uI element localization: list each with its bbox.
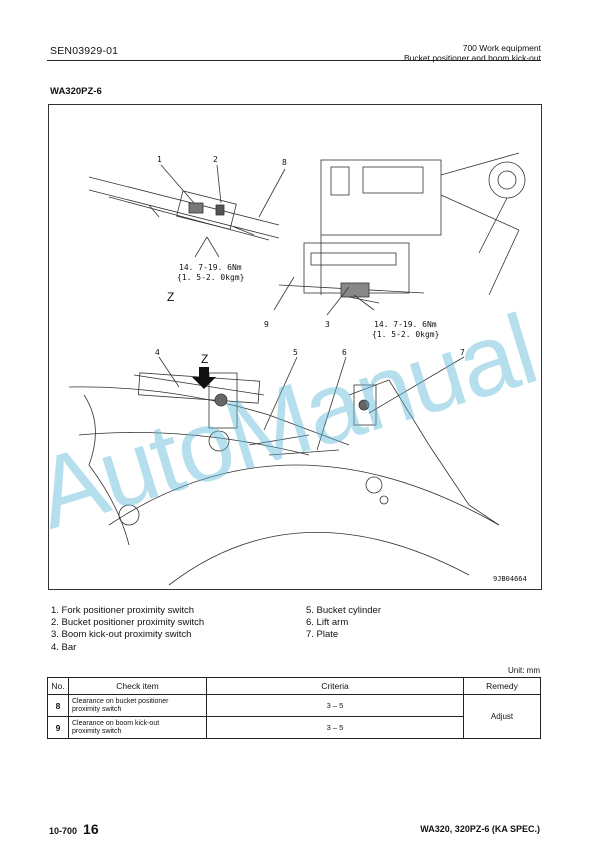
- item-line: proximity switch: [72, 727, 122, 735]
- model-title: WA320PZ-6: [50, 86, 102, 97]
- figure-code: 9JB04664: [493, 575, 527, 583]
- torque-a-line1: 14. 7-19. 6Nm: [179, 263, 242, 272]
- leaders-lower: [158, 356, 465, 451]
- section-heading: 700 Work equipment Bucket positioner and…: [404, 43, 541, 63]
- section-line-2: Bucket positioner and boom kick-out: [403, 53, 541, 63]
- view-label-z-2: Z: [201, 352, 208, 366]
- legend-item: 6. Lift arm: [306, 617, 349, 629]
- callout-5: 5: [293, 348, 298, 357]
- legend-item: 3. Boom kick-out proximity switch: [51, 629, 192, 641]
- upper-left-assembly: [88, 176, 280, 241]
- check-table: No. Check item Criteria Remedy 8 Clearan…: [47, 677, 541, 739]
- header-check-item: Check item: [68, 677, 207, 695]
- callout-7: 7: [460, 348, 465, 357]
- table-header-row: No. Check item Criteria Remedy: [47, 677, 541, 695]
- callout-3: 3: [325, 320, 330, 329]
- upper-right-frame: [278, 152, 526, 304]
- legend-item: 2. Bucket positioner proximity switch: [51, 617, 205, 629]
- view-label-z-1: Z: [167, 290, 174, 304]
- item-line: Clearance on boom kick-out: [72, 719, 160, 727]
- legend-item: 1. Fork positioner proximity switch: [51, 605, 195, 616]
- section-line-1: 700 Work equipment: [462, 43, 541, 53]
- row-no: 9: [47, 716, 69, 739]
- view-direction-arrow: [192, 367, 216, 389]
- legend-item: 5. Bucket cylinder: [306, 605, 381, 616]
- leaders-upper-left: [160, 164, 286, 258]
- legend-item: 4. Bar: [51, 641, 77, 653]
- document-code: SEN03929-01: [50, 45, 119, 57]
- callout-4: 4: [155, 348, 160, 357]
- callout-8: 8: [282, 158, 287, 167]
- header-rule: [47, 60, 541, 61]
- row-criteria: 3 – 5: [206, 716, 464, 739]
- row-remedy: Adjust: [463, 694, 541, 739]
- callout-2: 2: [213, 155, 218, 164]
- footer-model: WA320, 320PZ-6 (KA SPEC.): [420, 824, 540, 834]
- legend-item: 7. Plate: [306, 629, 339, 641]
- table-unit: Unit: mm: [508, 666, 540, 675]
- item-line: proximity switch: [72, 705, 122, 713]
- header-remedy: Remedy: [463, 677, 541, 695]
- header-no: No.: [47, 677, 69, 695]
- legend-left: 1. Fork positioner proximity switch 2. B…: [51, 605, 204, 654]
- footer-page-ref: 10-700 16: [49, 821, 99, 837]
- callout-6: 6: [342, 348, 347, 357]
- row-criteria: 3 – 5: [206, 694, 464, 717]
- torque-a-line2: {1. 5-2. 0kgm}: [177, 273, 244, 282]
- lower-assembly: [68, 372, 500, 586]
- figure-drawing: 1 2 8 9 3 4 5 6 7 14. 7-19. 6Nm {1. 5-2.…: [68, 152, 527, 586]
- leaders-upper-right: [273, 276, 375, 316]
- torque-b-line1: 14. 7-19. 6Nm: [374, 320, 437, 329]
- footer-page-no: 16: [83, 821, 99, 837]
- technical-figure: 1 2 8 9 3 4 5 6 7 14. 7-19. 6Nm {1. 5-2.…: [48, 104, 542, 590]
- header-criteria: Criteria: [206, 677, 464, 695]
- item-line: Clearance on bucket positioner: [72, 697, 169, 705]
- callout-9: 9: [264, 320, 269, 329]
- torque-b-line2: {1. 5-2. 0kgm}: [372, 330, 439, 339]
- legend-right: 5. Bucket cylinder 6. Lift arm 7. Plate: [306, 605, 381, 642]
- row-no: 8: [47, 694, 69, 717]
- callout-1: 1: [157, 155, 162, 164]
- footer-section-no: 10-700: [49, 826, 78, 836]
